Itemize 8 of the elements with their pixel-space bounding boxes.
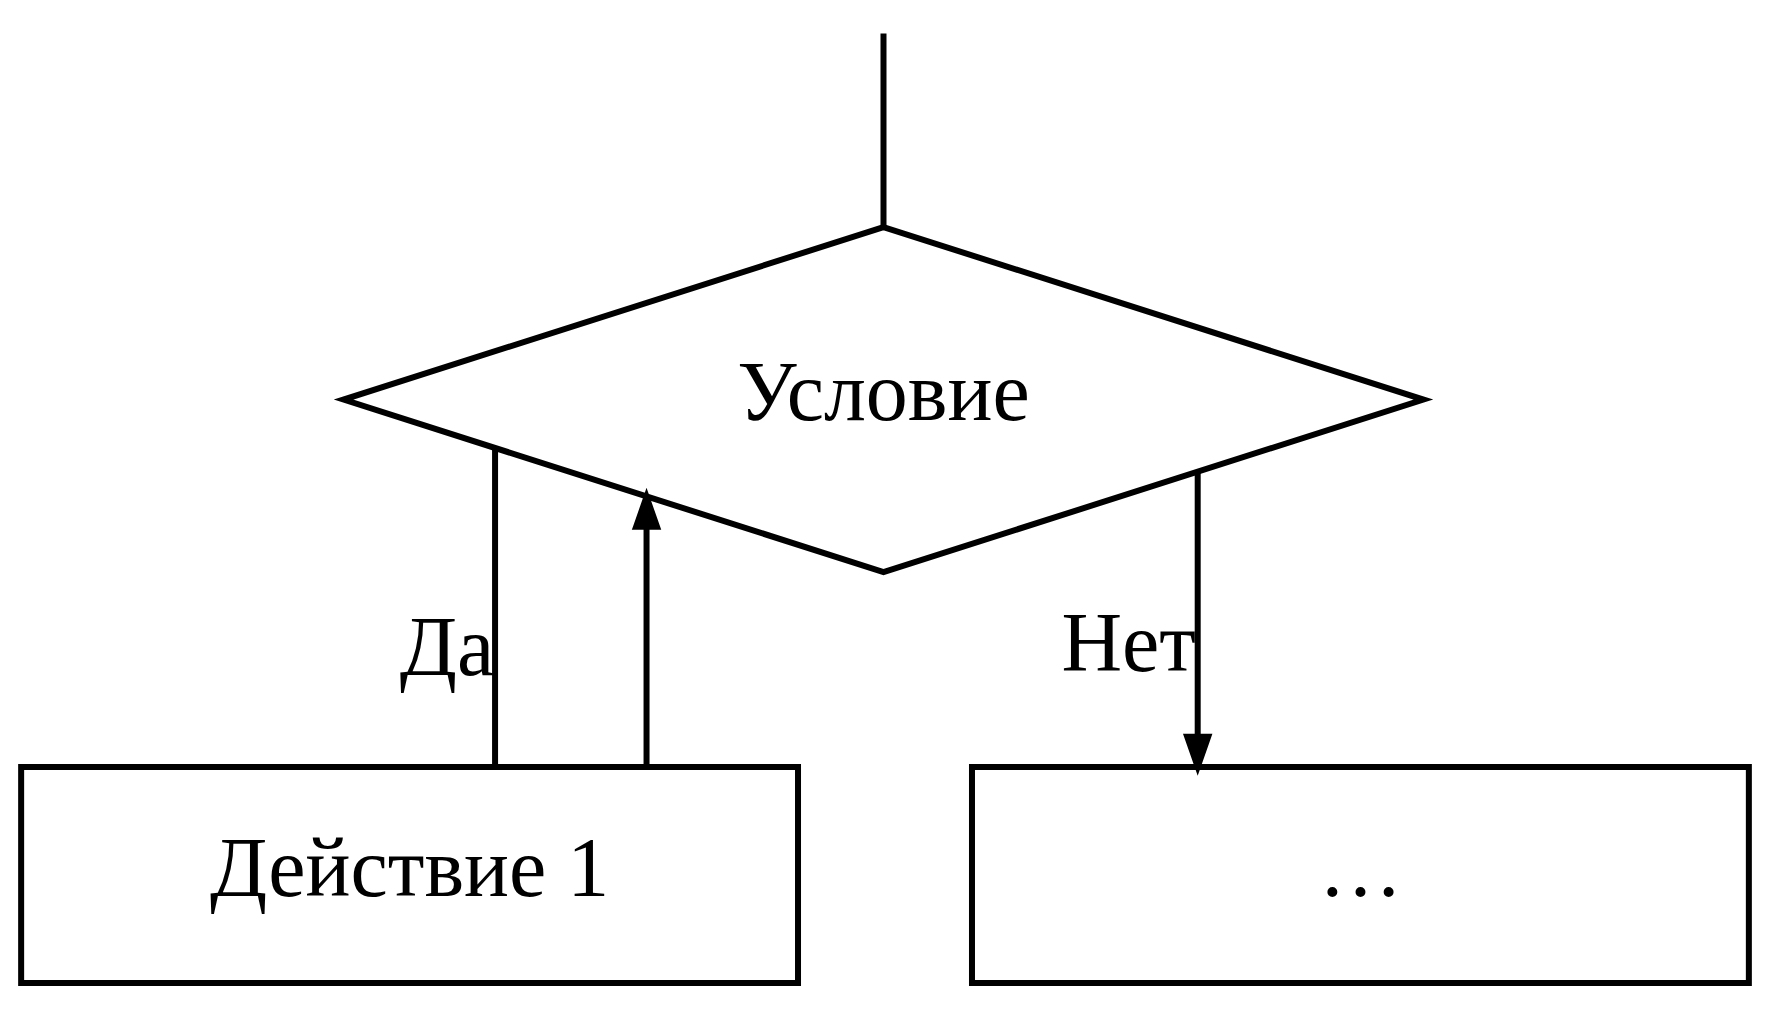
node-diamond: Условие <box>333 224 1434 576</box>
connector <box>492 448 499 767</box>
connector <box>880 33 887 227</box>
edge-label: Нет <box>1061 596 1197 690</box>
arrow <box>631 487 662 766</box>
node-box: … <box>969 764 1752 986</box>
arrow <box>1182 471 1213 776</box>
node-box: Действие 1 <box>18 764 801 986</box>
